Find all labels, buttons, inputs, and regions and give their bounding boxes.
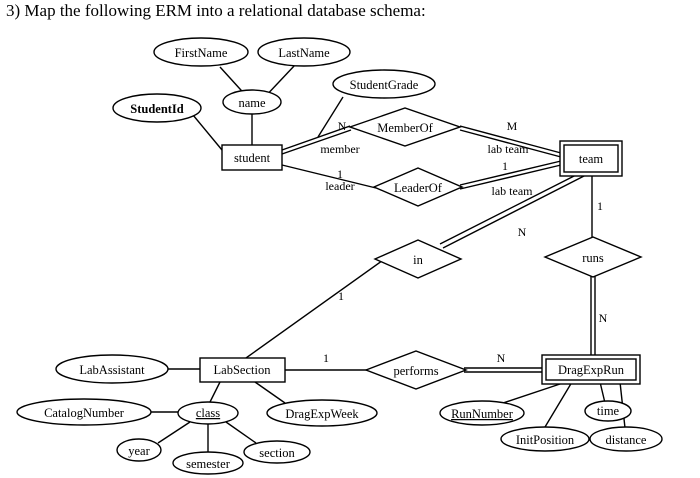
- attr-name: name: [222, 89, 282, 115]
- relationship-memberof-label: MemberOf: [377, 121, 433, 135]
- attr-lastname: LastName: [257, 37, 351, 67]
- relationship-runs-label: runs: [582, 251, 604, 265]
- attr-runnumber-label: RunNumber: [451, 407, 514, 421]
- line-student-memberof-2: [281, 129, 352, 155]
- line-student-memberof-1: [281, 125, 351, 151]
- attr-distance: distance: [589, 426, 663, 452]
- attr-year-label: year: [128, 444, 150, 458]
- line-studentgrade-memberof: [317, 96, 344, 138]
- performs-n-label: N: [497, 351, 506, 365]
- attr-section: section: [243, 440, 311, 464]
- attr-firstname: FirstName: [153, 37, 249, 67]
- line-dragexprun-runnumber: [499, 381, 567, 405]
- attr-studentid-label: StudentId: [130, 102, 184, 116]
- entity-labsection: LabSection: [199, 357, 286, 383]
- question-title: 3) Map the following ERM into a relation…: [6, 1, 426, 20]
- line-class-year: [157, 421, 191, 444]
- attr-semester: semester: [172, 451, 244, 475]
- attr-labassistant-label: LabAssistant: [79, 363, 145, 377]
- line-leaderof-team-2: [459, 164, 562, 190]
- member-role-label: member: [320, 142, 359, 156]
- attr-section-label: section: [259, 446, 295, 460]
- relationship-in-label: in: [413, 253, 423, 267]
- entity-student: student: [221, 144, 283, 171]
- line-student-leaderof: [281, 164, 377, 189]
- relationship-memberof: MemberOf: [347, 107, 463, 147]
- line-in-labsection: [245, 257, 387, 359]
- attr-time-label: time: [597, 404, 620, 418]
- runs-1-label: 1: [597, 199, 603, 213]
- attr-class: class: [177, 401, 239, 425]
- relationship-performs-label: performs: [393, 364, 438, 378]
- runs-n-label: N: [599, 311, 608, 325]
- entity-labsection-label: LabSection: [214, 363, 272, 377]
- cardinality-labels: N M member lab team 1 leader 1 lab team …: [320, 119, 607, 365]
- line-dragexprun-time: [599, 381, 606, 404]
- attr-labassistant: LabAssistant: [55, 354, 169, 384]
- attr-catalognumber-label: CatalogNumber: [44, 406, 125, 420]
- line-studentid-student: [192, 114, 223, 151]
- attr-semester-label: semester: [186, 457, 231, 471]
- relationship-leaderof-label: LeaderOf: [394, 181, 443, 195]
- lab-team-role-label-2: lab team: [492, 184, 534, 198]
- attr-initposition-label: InitPosition: [516, 433, 575, 447]
- attr-dragexpweek-label: DragExpWeek: [285, 407, 359, 421]
- entity-dragexprun: DragExpRun: [541, 354, 641, 385]
- line-memberof-team-1: [459, 125, 562, 154]
- entity-dragexprun-label: DragExpRun: [558, 363, 625, 377]
- connector-lines: [150, 64, 626, 453]
- line-in-team-1: [439, 171, 583, 245]
- line-class-section: [225, 421, 257, 444]
- attr-studentid: StudentId: [112, 93, 202, 123]
- lab-team-role-label-1: lab team: [488, 142, 530, 156]
- relationship-runs: runs: [543, 236, 643, 278]
- relationship-performs: performs: [364, 350, 468, 390]
- line-labsection-class: [209, 381, 221, 403]
- relationship-leaderof: LeaderOf: [372, 167, 464, 207]
- attr-firstname-label: FirstName: [175, 46, 228, 60]
- attr-distance-label: distance: [606, 433, 647, 447]
- leader-role-label: leader: [325, 179, 354, 193]
- attr-lastname-label: LastName: [278, 46, 330, 60]
- attr-class-label: class: [196, 406, 220, 420]
- attr-studentgrade-label: StudentGrade: [350, 78, 419, 92]
- attr-dragexpweek: DragExpWeek: [266, 399, 378, 427]
- entity-team: team: [559, 140, 623, 177]
- line-labsection-dragexpweek: [254, 381, 286, 404]
- in-1-label: 1: [338, 289, 344, 303]
- relationship-in: in: [373, 239, 463, 279]
- line-leaderof-team-1: [459, 160, 562, 186]
- entity-team-label: team: [579, 152, 604, 166]
- attr-year: year: [116, 438, 162, 462]
- attr-initposition: InitPosition: [500, 426, 590, 452]
- attr-catalognumber: CatalogNumber: [16, 398, 152, 426]
- attr-time: time: [584, 400, 632, 422]
- line-in-team-2: [442, 174, 587, 249]
- performs-1-label: 1: [323, 351, 329, 365]
- attr-name-label: name: [238, 96, 266, 110]
- in-n-label: N: [518, 225, 527, 239]
- line-dragexprun-initposition: [544, 381, 573, 428]
- memberof-n-label: N: [338, 119, 347, 133]
- memberof-m-label: M: [507, 119, 518, 133]
- entity-student-label: student: [234, 151, 271, 165]
- line-memberof-team-2: [459, 129, 562, 158]
- attr-studentgrade: StudentGrade: [332, 69, 436, 99]
- leaderof-1-right-label: 1: [502, 159, 508, 173]
- leaderof-1-left-label: 1: [337, 167, 343, 181]
- attr-runnumber: RunNumber: [439, 400, 525, 426]
